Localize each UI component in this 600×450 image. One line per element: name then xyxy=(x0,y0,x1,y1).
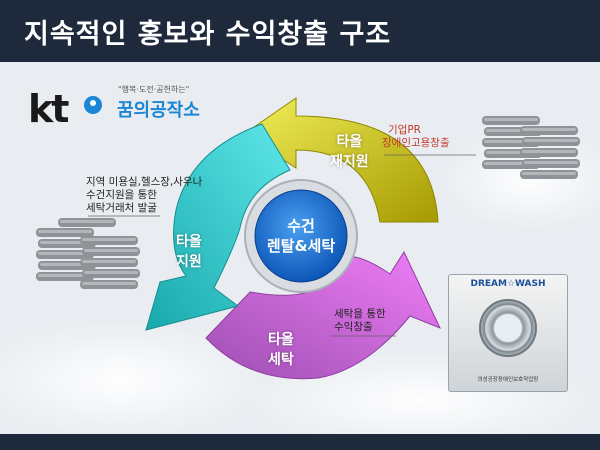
partner-tagline: "행복·도전·공헌하는" xyxy=(118,85,190,94)
diagram-canvas xyxy=(0,97,600,434)
kt-logo: kt xyxy=(28,87,69,131)
center-circle xyxy=(254,189,348,283)
annotation-local-business: 지역 미용실,헬스장,사우나 수건지원을 통한 세탁거래처 발굴 xyxy=(86,176,203,214)
washing-machine-icon: DREAM☆WASH 의성공장장애인보호작업장 xyxy=(448,274,568,392)
cycle-center-label: 수건 렌탈&세탁 xyxy=(266,217,336,255)
segment-label-support: 타올 지원 xyxy=(176,234,202,270)
machine-door xyxy=(479,299,537,357)
page-title: 지속적인 홍보와 수익창출 구조 xyxy=(24,19,392,50)
segment-label-wash: 타올 세탁 xyxy=(268,332,294,368)
header-bar: 지속적인 홍보와 수익창출 구조 xyxy=(0,0,600,62)
cloud xyxy=(0,320,270,434)
cycle-arrow-yellow xyxy=(243,97,439,223)
footer-bar xyxy=(0,434,600,450)
cycle-arrow-cyan xyxy=(145,123,291,331)
segment-label-retowel: 타올 재지원 xyxy=(330,134,369,170)
machine-caption: 의성공장장애인보호작업장 xyxy=(477,377,539,383)
towel-stack-icon xyxy=(36,218,140,289)
annotation-corporate-pr: 기업PR 장애인고용창출 xyxy=(382,124,450,149)
partner-logo-icon xyxy=(84,96,102,114)
partner-logo-name: 꿈의공작소 xyxy=(117,100,200,121)
annotation-revenue: 세탁을 통한 수익창출 xyxy=(334,308,386,333)
machine-brand: DREAM☆WASH xyxy=(470,279,546,289)
